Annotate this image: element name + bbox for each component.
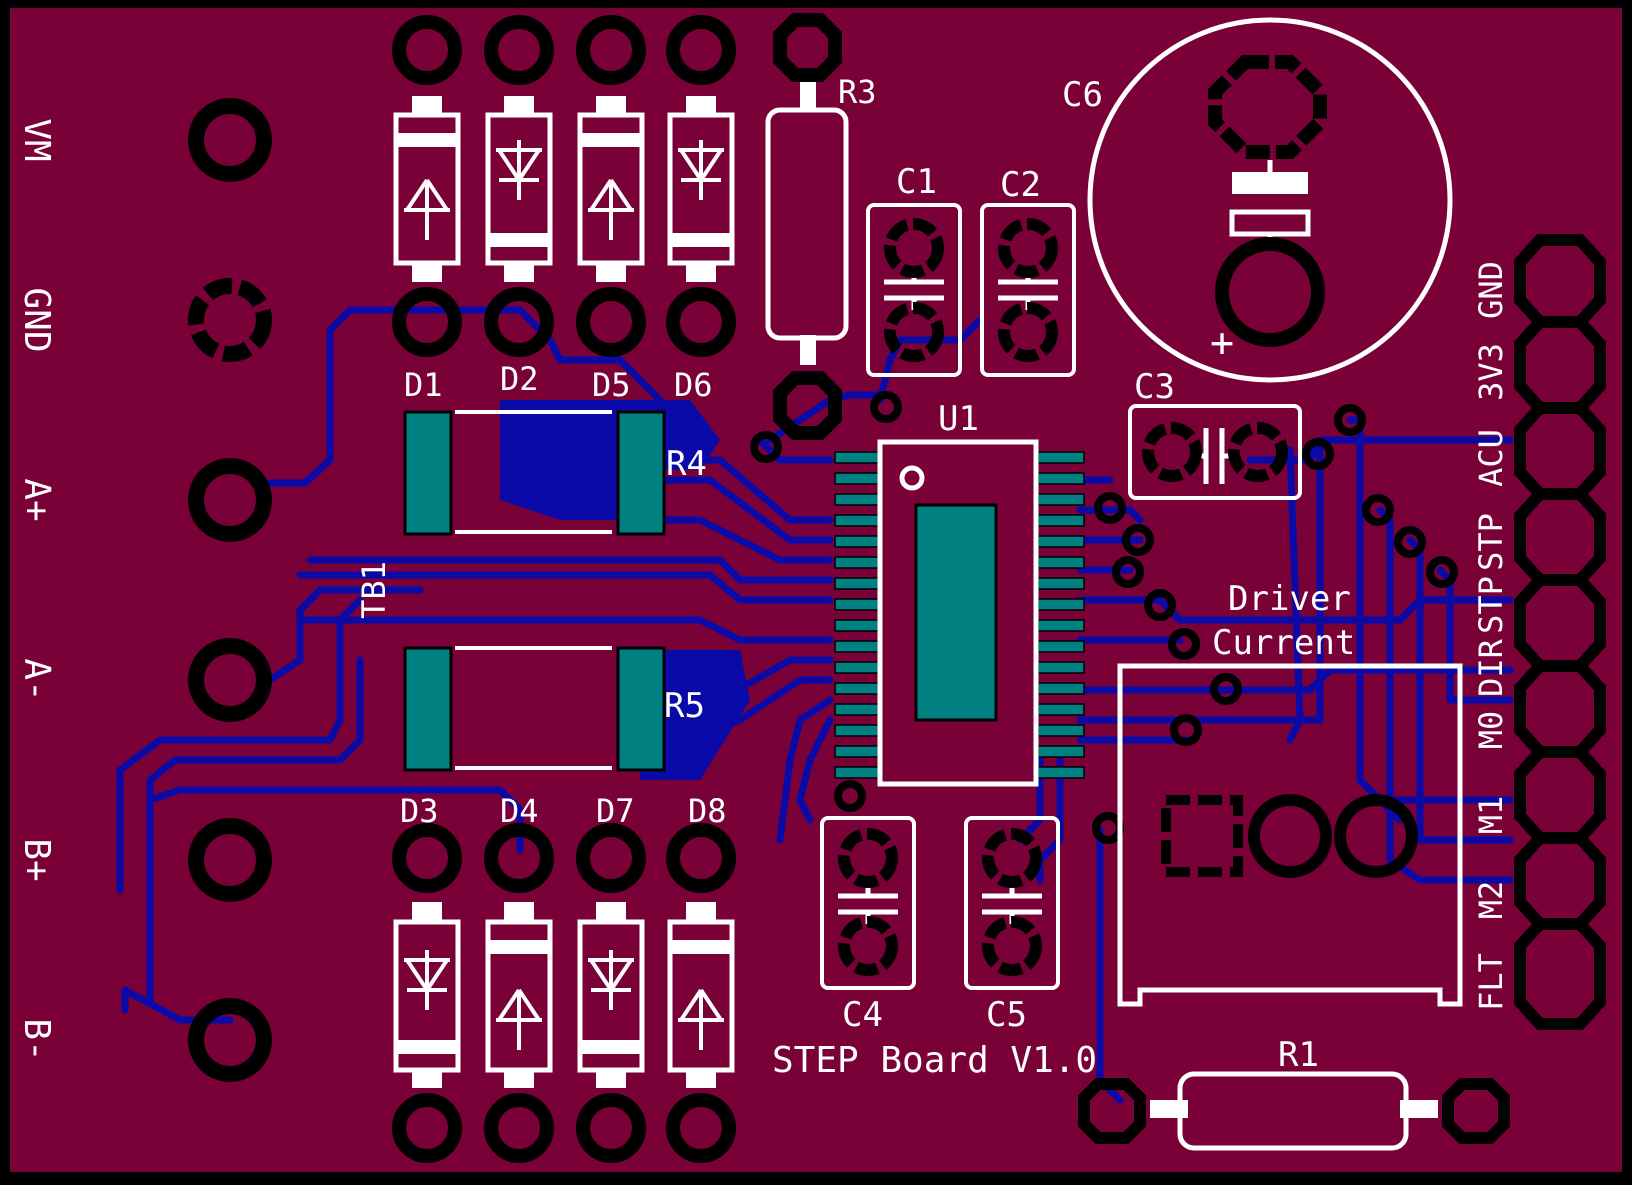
terminal-pad-vm	[188, 98, 272, 182]
label-d8: D8	[688, 792, 727, 830]
resistor-r1: R1	[1078, 1035, 1510, 1151]
header-pin-dir: DIR	[1472, 638, 1510, 697]
label-c6: C6	[1062, 75, 1103, 115]
label-d4: D4	[500, 792, 539, 830]
capacitor-c3: C3	[1128, 367, 1302, 500]
label-c3: C3	[1134, 367, 1175, 407]
pin-header: GND 3V3 ACU STP STP DIR M0 M1 M2 FLT	[1472, 234, 1606, 1030]
label-c1: C1	[896, 162, 937, 202]
diodes-bottom: D3 D4 D7 D8	[392, 792, 736, 1163]
pot-label-line1: Driver	[1228, 579, 1351, 619]
label-c4: C4	[842, 995, 883, 1035]
label-d1: D1	[404, 366, 443, 404]
diodes-top: D1 D2 D5 D6	[392, 15, 736, 404]
label-a-minus: A-	[16, 658, 57, 701]
copper-pour-r5	[640, 650, 750, 780]
label-b-plus: B+	[16, 838, 57, 881]
header-pin-flt: FLT	[1472, 953, 1510, 1011]
label-r3: R3	[838, 73, 877, 111]
c6-polarity-mark: +	[1210, 320, 1234, 366]
label-a-plus: A+	[16, 478, 57, 521]
resistor-r3: R3	[765, 13, 877, 440]
terminal-pads	[188, 98, 272, 1082]
sense-resistors: R4 R5	[403, 410, 707, 772]
label-u1: U1	[938, 399, 979, 439]
label-r4: R4	[666, 444, 707, 484]
capacitor-c6: + C6	[1062, 17, 1453, 383]
board-substrate	[6, 4, 1626, 1176]
terminal-pad-gnd	[188, 278, 272, 362]
label-c2: C2	[1000, 165, 1041, 205]
label-d3: D3	[400, 792, 439, 830]
header-pin-3v3: 3V3	[1472, 343, 1510, 401]
header-pin-stp-2: STP	[1472, 576, 1510, 634]
pot-label-line2: Current	[1212, 623, 1355, 663]
capacitors-c1-c2: C1 C2	[866, 162, 1076, 377]
label-d2: D2	[500, 360, 539, 398]
header-pin-m2: M2	[1472, 881, 1510, 920]
label-b-minus: B-	[16, 1018, 57, 1061]
header-pin-m1: M1	[1472, 796, 1510, 835]
label-c5: C5	[986, 995, 1027, 1035]
header-pin-m0: M0	[1472, 711, 1510, 750]
header-pin-stp-1: STP	[1472, 513, 1510, 571]
terminal-pad-a-plus	[188, 458, 272, 542]
label-d5: D5	[592, 366, 631, 404]
label-r1: R1	[1278, 1035, 1319, 1075]
driver-current-pot: Driver Current	[1117, 579, 1463, 1007]
label-vm: VM	[16, 118, 57, 161]
terminal-pad-b-plus	[188, 818, 272, 902]
terminal-pad-b-minus	[188, 998, 272, 1082]
capacitors-c4-c5: C4 C5	[820, 816, 1060, 1035]
header-pin-acu: ACU	[1472, 429, 1510, 487]
terminal-labels: VM GND A+ A- B+ B- TB1	[16, 118, 393, 1061]
label-tb1: TB1	[355, 561, 393, 619]
board-title: STEP Board V1.0	[772, 1040, 1097, 1081]
label-d6: D6	[674, 366, 713, 404]
header-pin-gnd: GND	[1472, 261, 1510, 319]
vias	[750, 391, 1458, 844]
ic-u1: U1	[834, 399, 1085, 787]
label-gnd: GND	[16, 287, 57, 352]
terminal-pad-a-minus	[188, 638, 272, 722]
label-r5: R5	[664, 686, 705, 726]
label-d7: D7	[596, 792, 635, 830]
